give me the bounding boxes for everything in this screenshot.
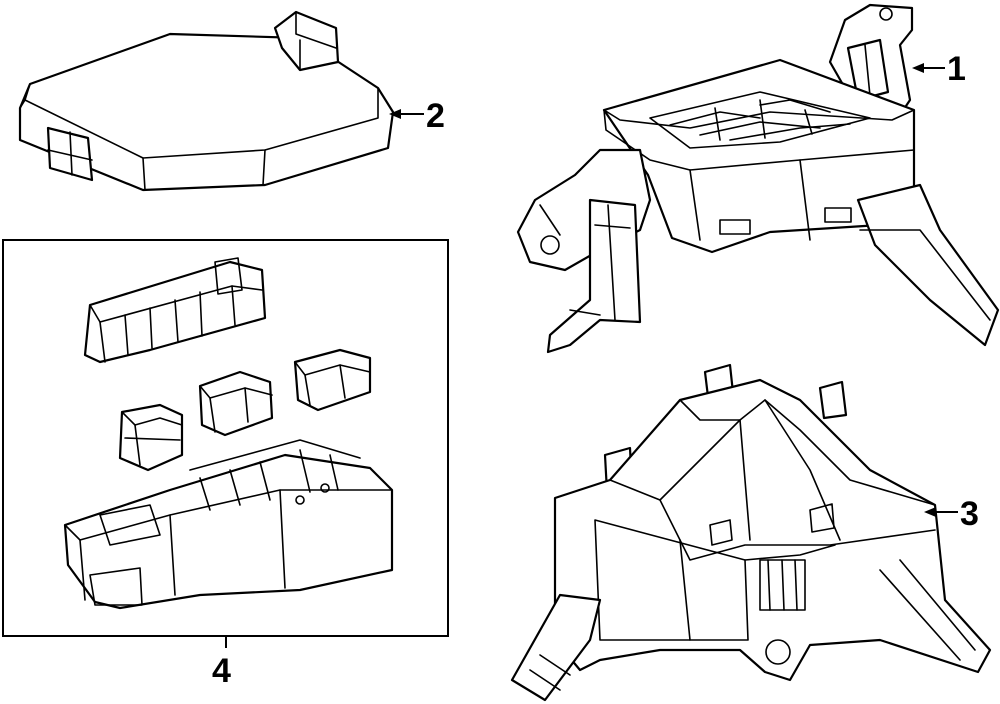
callout-label-1: 1 xyxy=(947,50,966,88)
callout-4: 4 xyxy=(212,636,231,690)
bracket-part-3[interactable] xyxy=(510,363,992,702)
junction-block-part-1[interactable] xyxy=(516,3,1000,354)
relay-group-part-4[interactable] xyxy=(2,239,449,637)
callout-2: 2 xyxy=(389,97,445,135)
callout-label-4: 4 xyxy=(212,652,231,690)
callout-label-2: 2 xyxy=(426,97,445,135)
callout-label-3: 3 xyxy=(960,495,979,533)
callout-1: 1 xyxy=(912,50,966,88)
callout-3: 3 xyxy=(924,495,979,533)
cover-part-2[interactable] xyxy=(18,10,395,192)
